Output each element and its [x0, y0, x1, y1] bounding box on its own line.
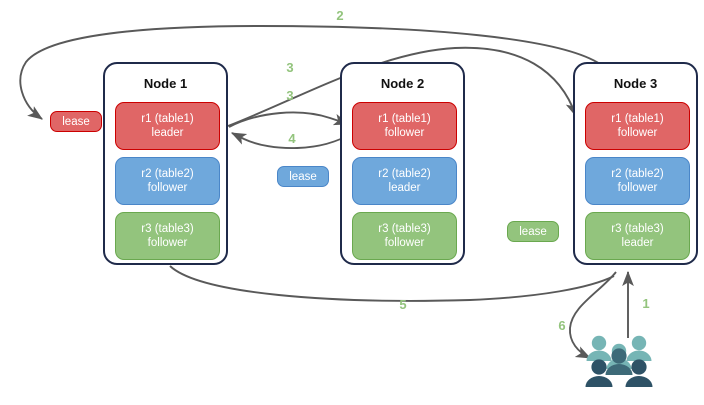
replica-n3-r3[interactable]: r3 (table3) leader: [585, 212, 690, 260]
replica-n1-r3-role: follower: [147, 237, 188, 249]
replica-n2-r2-name: r2 (table2): [378, 168, 431, 180]
lease-chip-green[interactable]: lease: [507, 221, 559, 242]
replica-n2-r3-name: r3 (table3): [378, 223, 431, 235]
node-2-title: Node 2: [380, 76, 425, 91]
node-3-title: Node 3: [613, 76, 658, 91]
step-label-3a: 3: [286, 60, 294, 75]
node-box-3: Node 3 r1 (table1) follower r2 (table2) …: [573, 62, 698, 265]
replica-n1-r3[interactable]: r3 (table3) follower: [115, 212, 220, 260]
arrow-step-3-to-node-2: [228, 111, 350, 128]
replica-n1-r3-name: r3 (table3): [141, 223, 194, 235]
replica-n3-r2[interactable]: r2 (table2) follower: [585, 157, 690, 205]
replica-n2-r3-role: follower: [384, 237, 425, 249]
replica-n3-r2-role: follower: [617, 182, 658, 194]
replica-n3-r2-name: r2 (table2): [611, 168, 664, 180]
node-1-title: Node 1: [143, 76, 188, 91]
replica-n2-r1-name: r1 (table1): [378, 113, 431, 125]
arrow-step-5: [169, 265, 615, 302]
replica-n2-r1[interactable]: r1 (table1) follower: [352, 102, 457, 150]
lease-chip-red[interactable]: lease: [50, 111, 102, 132]
step-label-1: 1: [642, 296, 650, 311]
step-label-4: 4: [288, 131, 296, 146]
lease-chip-blue[interactable]: lease: [277, 166, 329, 187]
replica-n2-r2-role: leader: [388, 182, 421, 194]
step-label-6: 6: [558, 318, 566, 333]
replica-n3-r1-role: follower: [617, 127, 658, 139]
replica-n3-r3-role: leader: [621, 237, 654, 249]
step-label-3b: 3: [286, 88, 294, 103]
replica-n1-r1-name: r1 (table1): [141, 113, 194, 125]
step-label-5: 5: [399, 297, 407, 312]
replica-n1-r2-name: r2 (table2): [141, 168, 194, 180]
replica-n3-r1[interactable]: r1 (table1) follower: [585, 102, 690, 150]
node-box-1: Node 1 r1 (table1) leader r2 (table2) fo…: [103, 62, 228, 265]
replica-n2-r3[interactable]: r3 (table3) follower: [352, 212, 457, 260]
step-label-2: 2: [336, 8, 344, 23]
replica-n1-r1-role: leader: [151, 127, 184, 139]
replica-n2-r1-role: follower: [384, 127, 425, 139]
replica-n1-r2-role: follower: [147, 182, 188, 194]
replica-n2-r2[interactable]: r2 (table2) leader: [352, 157, 457, 205]
replica-n3-r1-name: r1 (table1): [611, 113, 664, 125]
node-box-2: Node 2 r1 (table1) follower r2 (table2) …: [340, 62, 465, 265]
people-icon: [585, 335, 653, 387]
replica-n1-r1[interactable]: r1 (table1) leader: [115, 102, 220, 150]
replica-n3-r3-name: r3 (table3): [611, 223, 664, 235]
replica-n1-r2[interactable]: r2 (table2) follower: [115, 157, 220, 205]
